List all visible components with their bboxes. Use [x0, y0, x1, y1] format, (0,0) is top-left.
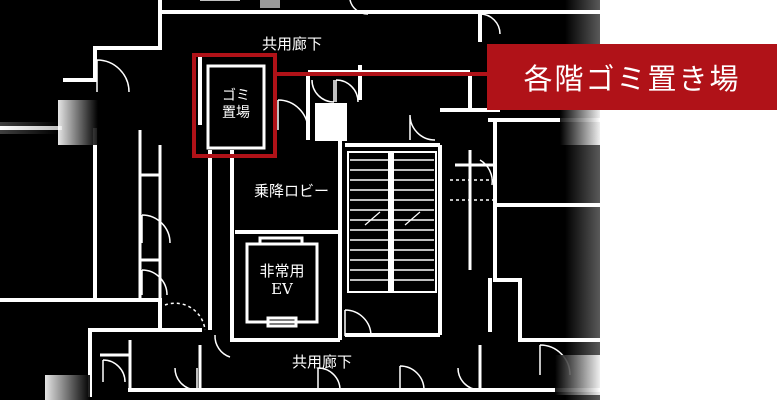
door-swings	[96, 0, 571, 391]
corridor-top-label: 共用廊下	[262, 35, 323, 53]
garbage-room-label-line2: 置場	[222, 105, 250, 121]
corridor-bottom-label: 共用廊下	[292, 353, 353, 371]
elevator-lobby-label: 乗降ロビー	[254, 182, 330, 200]
garbage-room-highlight	[192, 53, 277, 158]
garbage-room-label: ゴミ 置場	[214, 88, 258, 122]
garbage-room-walls	[206, 64, 266, 150]
outer-walls	[0, 10, 492, 397]
garbage-area-callout: 各階ゴミ置き場	[487, 44, 777, 110]
structural-columns	[0, 0, 600, 400]
emergency-ev-label-line2: EV	[271, 280, 293, 298]
staircase	[347, 151, 437, 293]
garbage-room-label-line1: ゴミ	[222, 88, 250, 104]
emergency-ev-label-line1: 非常用	[259, 262, 305, 280]
emergency-elevator-shaft	[245, 236, 319, 328]
core-walls	[208, 140, 442, 342]
emergency-ev-label: 非常用 EV	[252, 262, 312, 298]
